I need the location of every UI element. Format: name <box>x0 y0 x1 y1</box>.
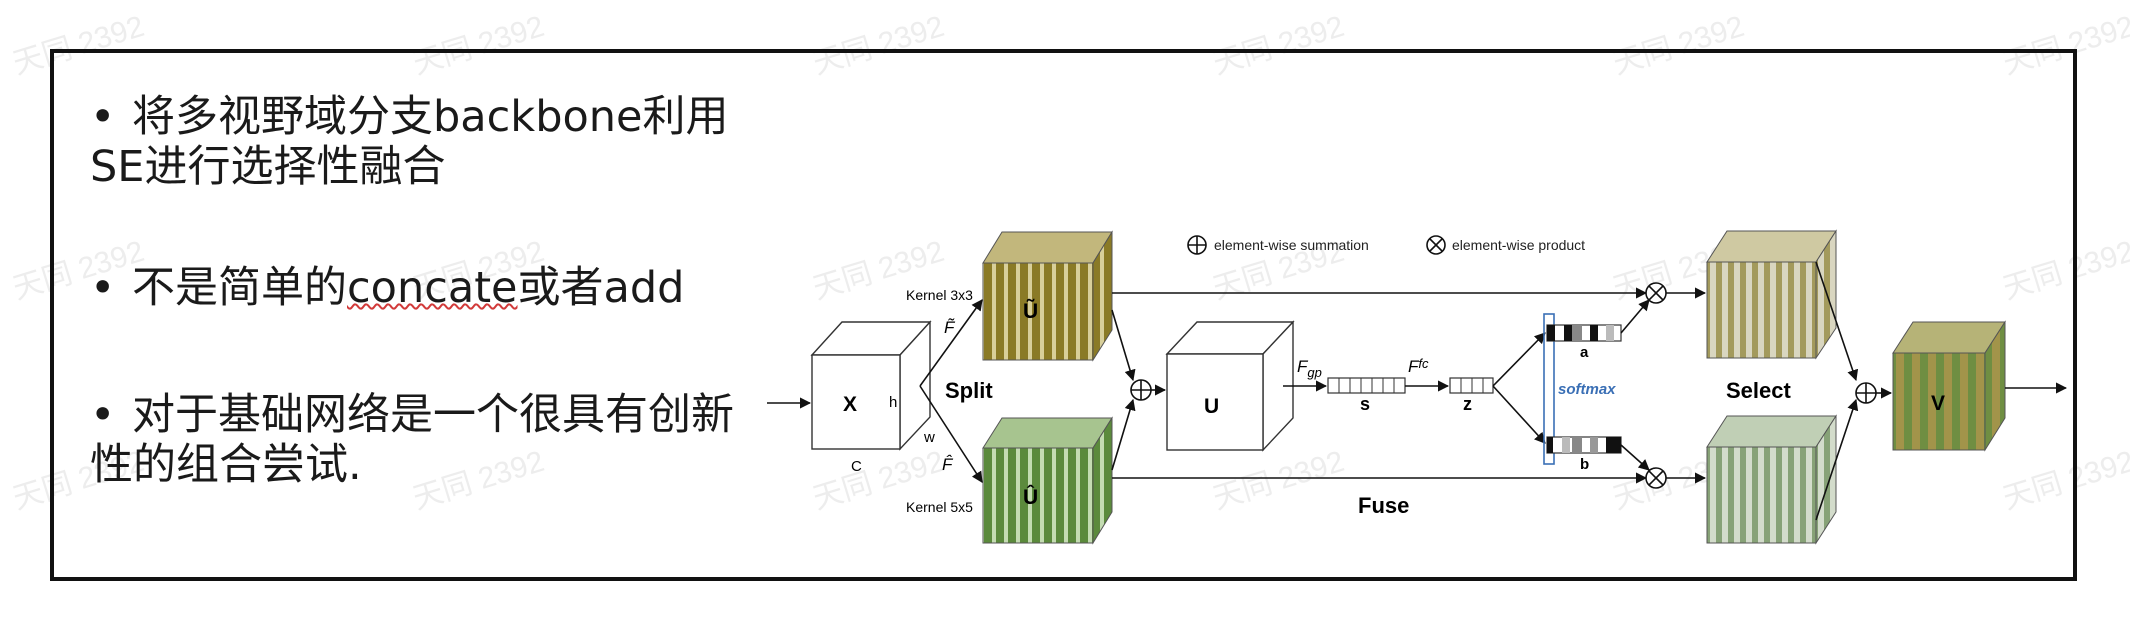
arrow-select-top-to-sum <box>1815 261 1859 382</box>
b-label: b <box>1580 456 1589 473</box>
dim-c: C <box>851 458 862 475</box>
select-label: Select <box>1726 378 1791 403</box>
bullet-text: SE进行选择性融合 <box>90 142 446 192</box>
ffc-label: Ffc <box>1408 356 1429 376</box>
b-vector: b <box>1546 436 1622 473</box>
u-tilde-label: Ũ <box>1023 299 1038 323</box>
input-label: X <box>843 393 857 416</box>
arrow-z-to-b <box>1492 385 1546 444</box>
arrow-uhat-to-sum <box>1111 398 1136 471</box>
z-vector: z <box>1449 377 1494 414</box>
f-tilde-label: F̃ <box>944 317 956 337</box>
arrow-z-to-a <box>1492 332 1546 387</box>
bullet-text: 对于基础网络是一个很具有创新 <box>132 390 734 440</box>
u-hat-cube: Û <box>982 416 1113 545</box>
bullet-dot: • <box>90 263 116 313</box>
a-vector: a <box>1546 324 1622 361</box>
arrow-b-to-product <box>1620 444 1650 471</box>
select-top-cube <box>1706 229 1837 360</box>
product-node-bottom-icon <box>1645 467 1667 489</box>
arrow-a-to-product <box>1620 299 1650 334</box>
sum-node-icon <box>1130 379 1152 401</box>
product-icon <box>1426 235 1446 255</box>
select-bottom-cube <box>1706 414 1837 545</box>
dim-w: w <box>923 429 935 446</box>
u-hat-label: Û <box>1023 485 1038 509</box>
f-hat-label: F̂ <box>942 454 954 474</box>
slide-frame <box>50 49 2077 581</box>
u-tilde-cube: Ũ <box>982 230 1113 362</box>
kernel-top-label: Kernel 3x3 <box>906 287 973 303</box>
bullet-dot: • <box>90 390 116 440</box>
spellcheck-word: concate <box>347 263 518 313</box>
input-cube-x: X h w C <box>810 320 935 475</box>
v-cube: V <box>1892 320 2006 452</box>
fgp-label: Fgp <box>1297 357 1322 380</box>
s-label: s <box>1360 394 1370 414</box>
bullet-item: • 对于基础网络是一个很具有创新 性的组合尝试. <box>90 390 790 490</box>
legend-product-label: element-wise product <box>1452 237 1585 253</box>
arrow-select-bottom-to-sum <box>1815 398 1859 521</box>
bullet-item: • 不是简单的concate或者add <box>90 263 770 313</box>
s-vector: s <box>1327 377 1406 414</box>
bullet-item: • 将多视野域分支backbone利用 SE进行选择性融合 <box>90 92 770 192</box>
final-sum-icon <box>1855 382 1877 404</box>
u-label: U <box>1204 395 1219 418</box>
u-cube: U <box>1165 320 1295 452</box>
softmax-label: softmax <box>1558 381 1616 398</box>
bullet-text: 性的组合尝试. <box>90 440 362 490</box>
product-node-top-icon <box>1645 282 1667 304</box>
softmax-box <box>1543 313 1555 465</box>
fuse-label: Fuse <box>1358 493 1409 518</box>
legend-sum-label: element-wise summation <box>1214 237 1369 253</box>
bullet-dot: • <box>90 92 116 142</box>
split-arrow-bottom <box>919 385 983 483</box>
bullet-text: 或者add <box>517 263 685 313</box>
bullet-text: 将多视野域分支backbone利用 <box>132 92 729 142</box>
dim-h: h <box>889 394 897 411</box>
sum-icon <box>1187 235 1207 255</box>
bullet-text: 不是简单的 <box>132 263 347 313</box>
a-label: a <box>1580 344 1589 361</box>
legend: element-wise summation element-wise prod… <box>1187 235 1585 255</box>
split-label: Split <box>945 378 993 403</box>
arrow-utilde-to-sum <box>1111 309 1136 382</box>
v-label: V <box>1931 392 1945 415</box>
split-arrow-top <box>919 299 983 387</box>
z-label: z <box>1463 394 1472 414</box>
kernel-bottom-label: Kernel 5x5 <box>906 499 973 515</box>
